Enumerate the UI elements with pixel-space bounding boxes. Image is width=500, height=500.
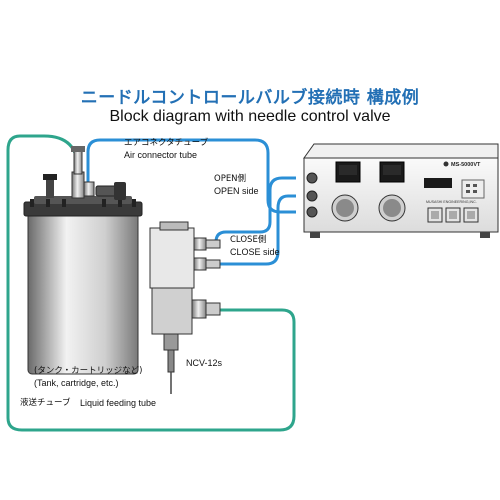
close-side-label-en: CLOSE side: [230, 247, 280, 257]
air-tube-label-en: Air connector tube: [124, 150, 198, 160]
liquid-inlet-fitting: [191, 299, 221, 319]
open-side-label-en: OPEN side: [214, 186, 259, 196]
close-side-label-jp: CLOSE側: [230, 235, 267, 245]
air-tube-label-jp: エアコネクタチューブ: [124, 138, 209, 148]
liquid-tube-label-jp: 液送チューブ: [20, 398, 71, 408]
tank-label-jp: (タンク・カートリッジなど): [34, 366, 143, 376]
needle-control-valve: [149, 221, 221, 394]
controller-outlet-ports: [306, 172, 318, 218]
controller-brand-label: MUSASHI ENGINEERING,INC.: [426, 200, 477, 204]
diagram-title-japanese: ニードルコントロールバルブ接続時 構成例: [80, 88, 420, 108]
liquid-feeding-tube: [6, 134, 296, 432]
open-side-label-jp: OPEN側: [214, 174, 247, 184]
tank-label-en: (Tank, cartridge, etc.): [34, 378, 119, 388]
close-side-fitting: [193, 257, 221, 271]
valve-model-label: NCV-12s: [186, 358, 223, 368]
close-side-tube: [220, 194, 296, 266]
liquid-tube-label-en: Liquid feeding tube: [80, 398, 157, 408]
diagram-title-english: Block diagram with needle control valve: [109, 108, 391, 125]
air-connector-tube: [86, 138, 296, 214]
open-side-fitting: [193, 237, 221, 251]
tank-cartridge: [23, 146, 143, 375]
controller-unit: [303, 143, 499, 238]
open-side-tube: [214, 176, 296, 244]
controller-model-label: MS-5000VT: [451, 162, 481, 168]
